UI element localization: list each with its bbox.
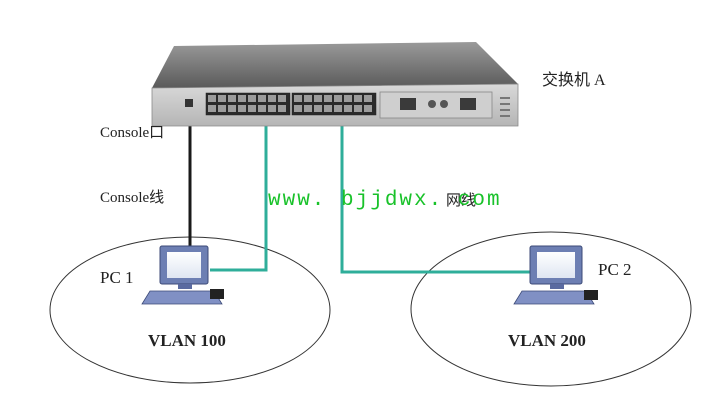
uplink-port-icon bbox=[400, 98, 416, 110]
vlan-200-ellipse bbox=[410, 231, 692, 387]
uplink-port-icon bbox=[460, 98, 476, 110]
switch-label: 交换机 A bbox=[542, 72, 606, 89]
network-cable-pc1 bbox=[210, 120, 268, 272]
pc1-computer-icon bbox=[141, 245, 224, 305]
vlan-100-label: VLAN 100 bbox=[148, 331, 226, 350]
switch-device bbox=[151, 42, 519, 127]
vlan-200-label: VLAN 200 bbox=[508, 331, 586, 350]
console-port-label: Console口 bbox=[100, 125, 165, 141]
console-port-icon bbox=[185, 99, 193, 107]
network-cable-pc2 bbox=[340, 120, 534, 274]
watermark-text: www. bjjdwx. com bbox=[268, 189, 502, 212]
network-cable-label: 网线 bbox=[446, 193, 477, 209]
console-cable-label: Console线 bbox=[100, 190, 165, 206]
pc2-computer-icon bbox=[513, 245, 598, 305]
pc1-label: PC 1 bbox=[100, 268, 134, 287]
pc2-label: PC 2 bbox=[598, 260, 632, 279]
